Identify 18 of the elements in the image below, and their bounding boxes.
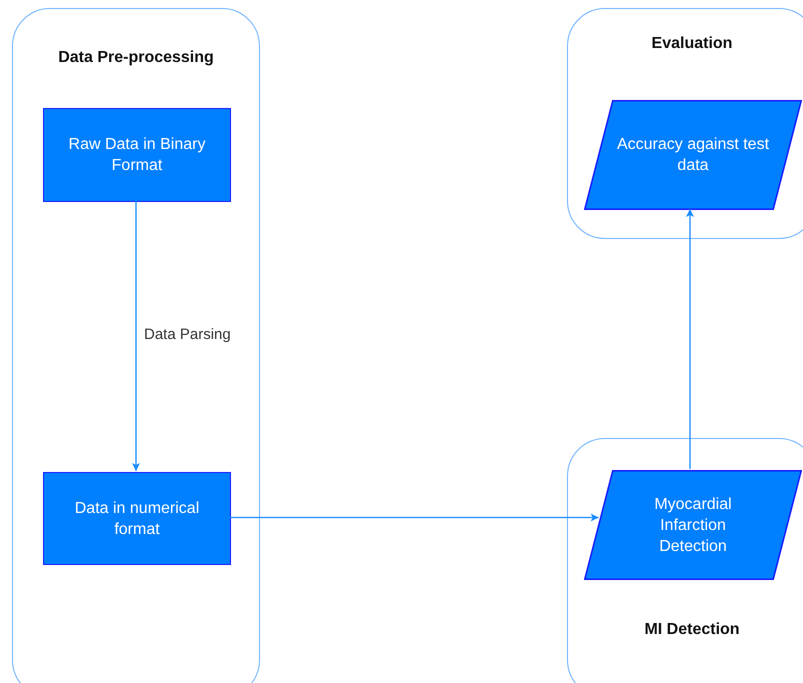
arrow [686, 209, 694, 469]
edge-label: Data Parsing [144, 326, 231, 343]
group-container [567, 8, 803, 239]
group-heading: Evaluation [650, 35, 734, 53]
data-parallelogram [584, 470, 802, 580]
group-heading: MI Detection [643, 621, 741, 639]
box-text: Accuracy against test data [616, 135, 770, 176]
group-container [567, 438, 803, 683]
arrow [230, 514, 599, 522]
data-parallelogram [584, 100, 802, 210]
box-text: Myocardial Infarction Detection [653, 494, 733, 556]
arrow [132, 201, 140, 471]
group-container [12, 8, 260, 683]
box-text: Raw Data in Binary Format [68, 135, 206, 176]
process-box [43, 472, 231, 565]
box-text: Data in numerical format [74, 498, 200, 540]
group-heading: Data Pre-processing [57, 49, 215, 67]
process-box [43, 108, 231, 202]
